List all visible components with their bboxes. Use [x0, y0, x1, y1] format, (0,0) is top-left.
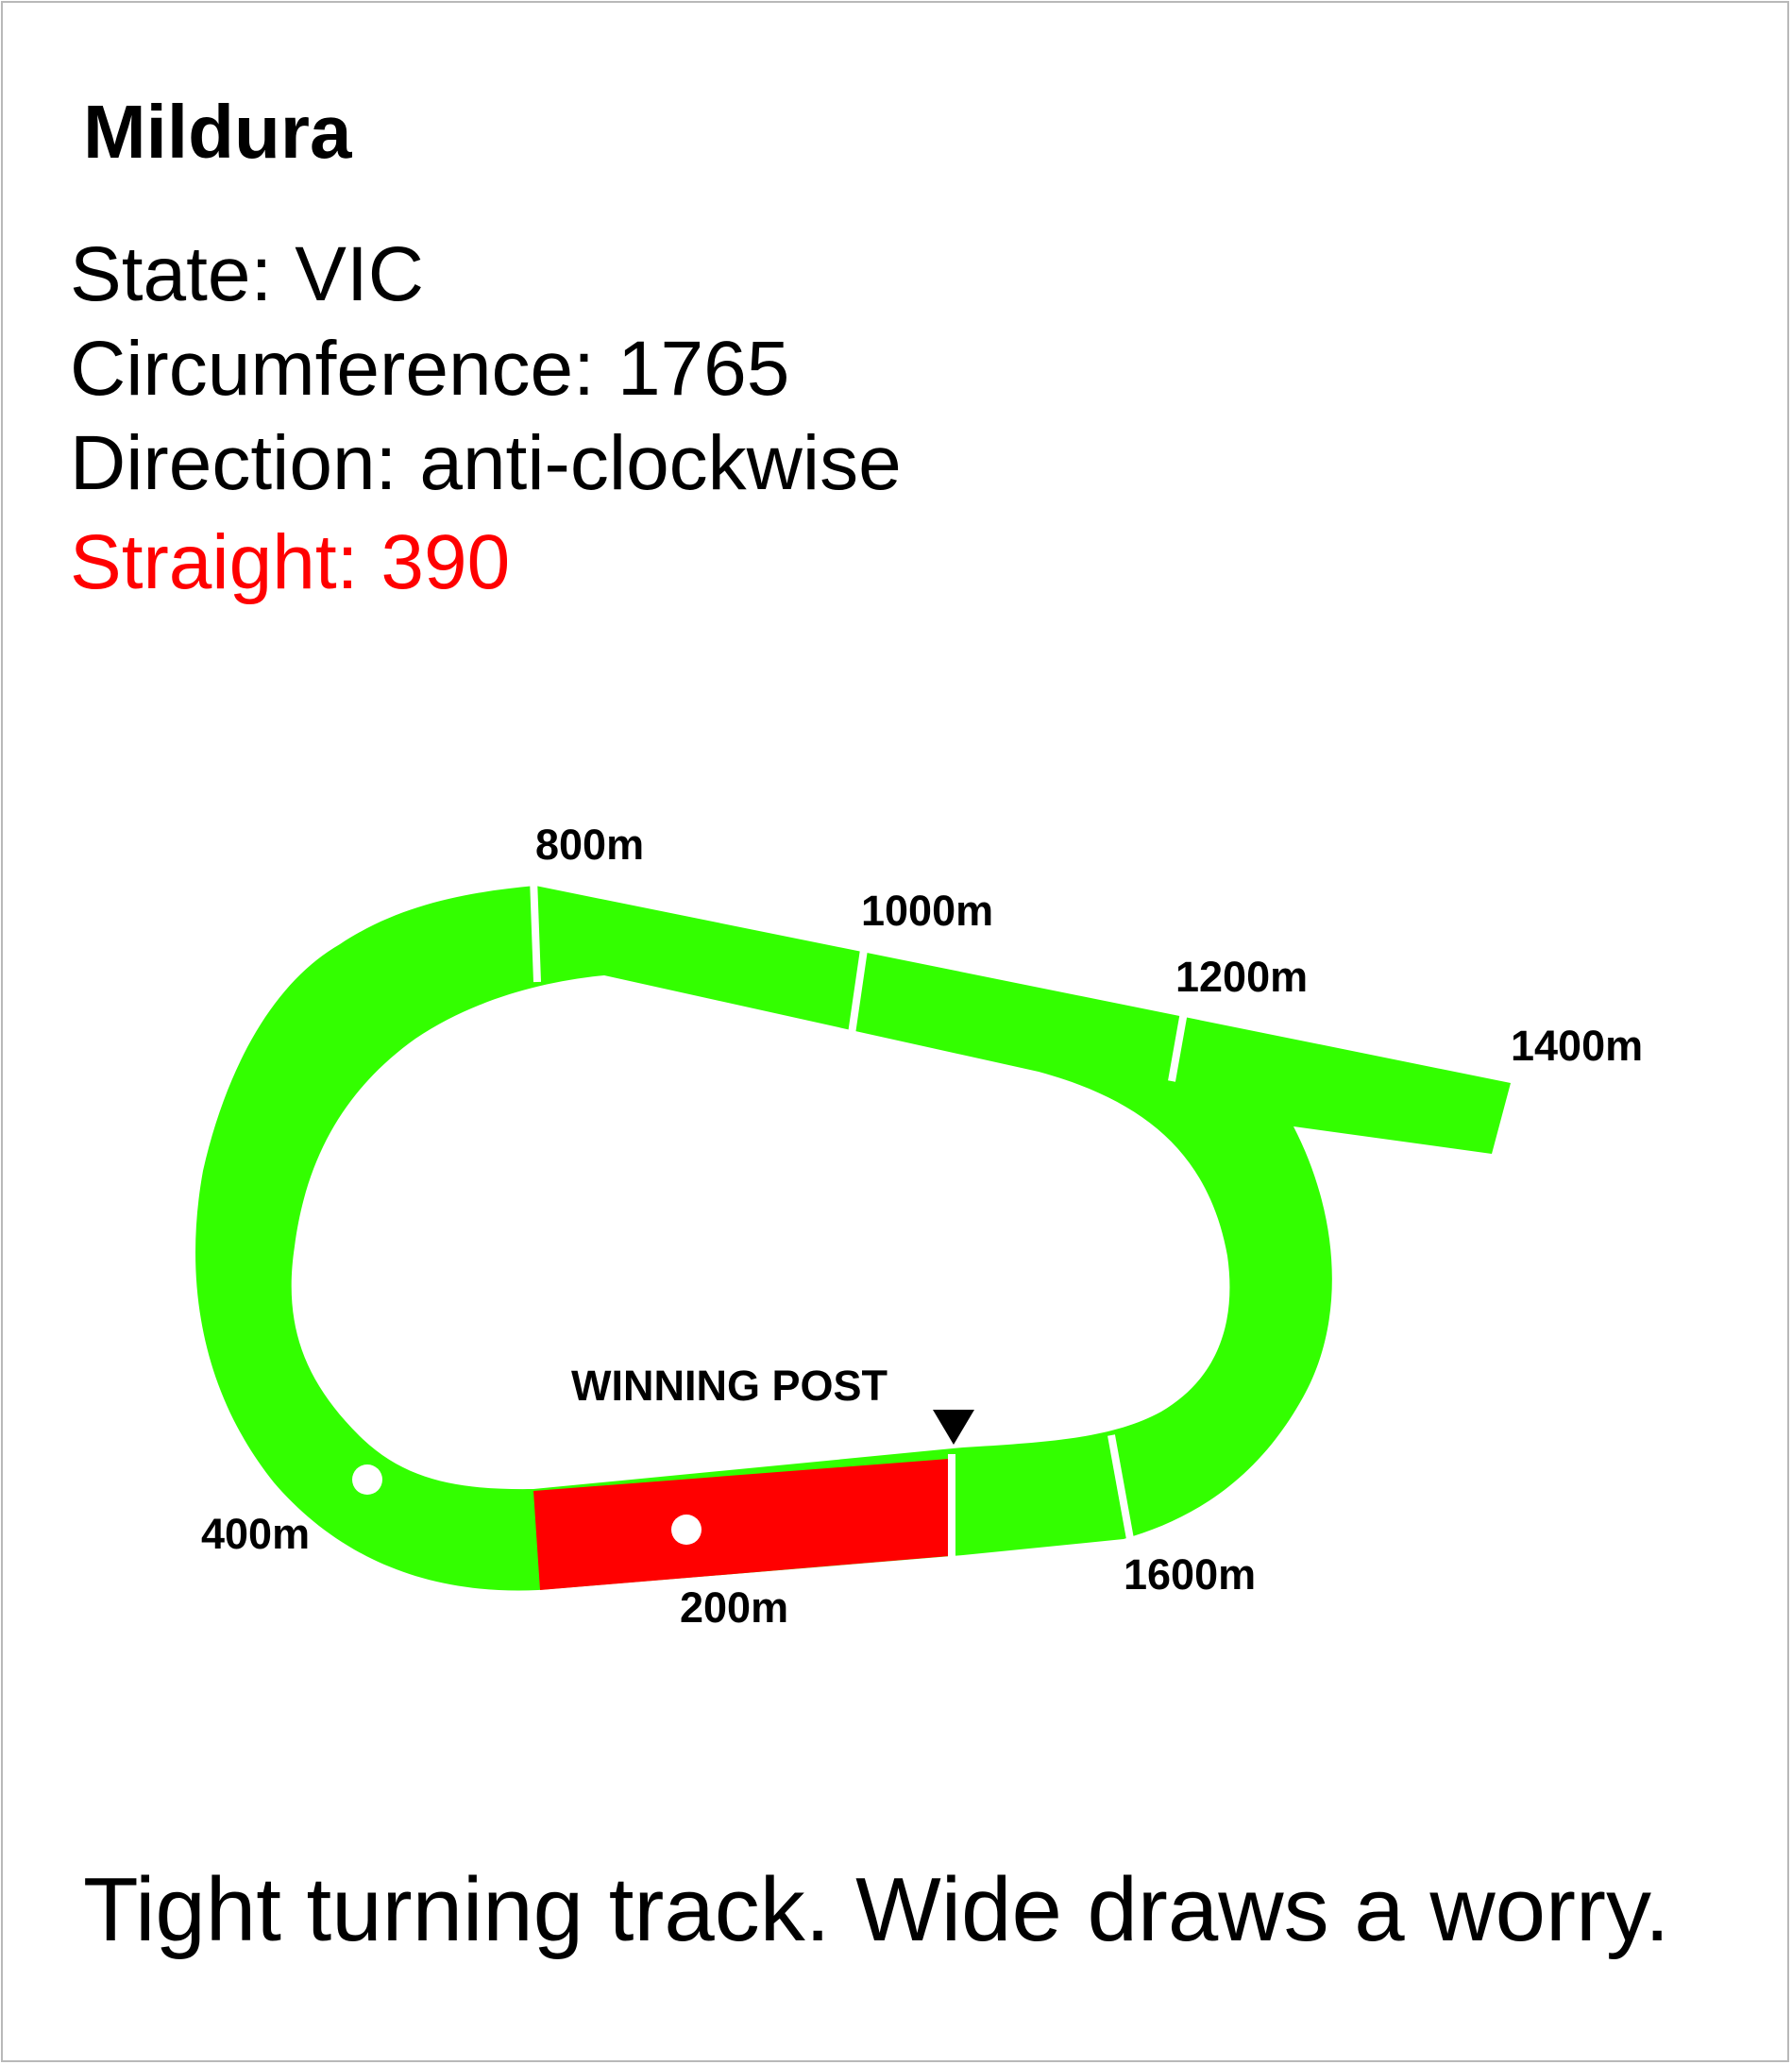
marker-200m: 200m — [680, 1583, 788, 1632]
direction-row: Direction:anti-clockwise — [70, 425, 902, 502]
winning-post-label: WINNING POST — [571, 1362, 888, 1410]
marker-1400m: 1400m — [1511, 1022, 1643, 1070]
state-value: VIC — [295, 231, 424, 317]
circumference-row: Circumference:1765 — [70, 330, 789, 408]
marker-dot — [671, 1515, 702, 1545]
straight-value: 390 — [380, 519, 511, 605]
marker-1600m: 1600m — [1124, 1550, 1256, 1599]
marker-800m: 800m — [535, 821, 644, 869]
home-straight — [533, 1459, 949, 1590]
straight-label: Straight: — [70, 519, 359, 605]
marker-400m: 400m — [201, 1510, 310, 1558]
marker-dot — [352, 1464, 382, 1495]
straight-row: Straight:390 — [70, 524, 510, 601]
marker-1200m: 1200m — [1175, 953, 1308, 1001]
track-title: Mildura — [83, 90, 352, 174]
circumference-label: Circumference: — [70, 326, 595, 412]
track-note: Tight turning track. Wide draws a worry. — [83, 1859, 1670, 1960]
direction-value: anti-clockwise — [419, 420, 902, 506]
state-label: State: — [70, 231, 273, 317]
track-outline — [195, 886, 1511, 1591]
direction-label: Direction: — [70, 420, 397, 506]
circumference-value: 1765 — [617, 326, 790, 412]
distance-dividers — [530, 877, 1521, 1560]
state-row: State:VIC — [70, 236, 424, 313]
winning-post-arrow — [933, 1410, 974, 1445]
marker-1000m: 1000m — [861, 887, 993, 935]
